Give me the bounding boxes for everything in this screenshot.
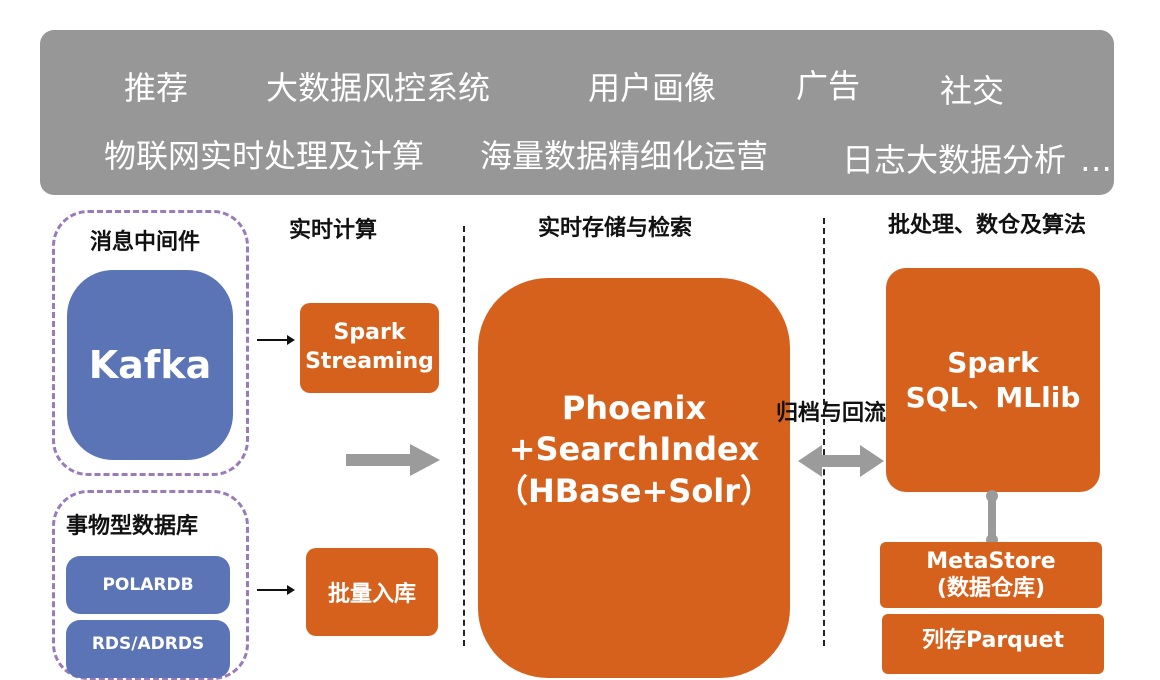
metastore-label: MetaStore (数据仓库)	[926, 548, 1056, 602]
spark-sql-label: Spark SQL、MLlib	[905, 346, 1081, 414]
rds-node: RDS/ADRDS	[66, 620, 230, 678]
app-recommendation: 推荐	[124, 69, 189, 107]
spark-streaming-label: Spark Streaming	[305, 320, 434, 374]
app-log-analysis: 日志大数据分析	[842, 141, 1067, 179]
database-group-title: 事物型数据库	[66, 514, 199, 539]
spark-streaming-node: Spark Streaming	[300, 303, 439, 393]
connector-dot-top	[986, 490, 998, 502]
title-batch: 批处理、数仓及算法	[888, 213, 1087, 238]
rds-label: RDS/ADRDS	[91, 634, 205, 654]
archive-double-arrow	[798, 445, 884, 477]
connector-spark-metastore	[988, 492, 996, 544]
phoenix-searchindex-node: Phoenix +SearchIndex （HBase+Solr）	[478, 278, 790, 678]
app-advertising: 广告	[796, 67, 861, 105]
title-realtime-compute: 实时计算	[289, 218, 378, 243]
arrow-db-to-batch-import	[257, 585, 295, 595]
polardb-label: POLARDB	[102, 575, 194, 595]
kafka-node: Kafka	[67, 270, 233, 460]
separator-storage-batch	[823, 218, 825, 646]
metastore-node: MetaStore (数据仓库)	[880, 542, 1102, 608]
app-social: 社交	[940, 72, 1005, 110]
batch-import-node: 批量入库	[306, 548, 438, 636]
title-storage: 实时存储与检索	[538, 216, 693, 241]
batch-import-label: 批量入库	[327, 582, 416, 607]
kafka-label: Kafka	[88, 343, 212, 387]
app-more: …	[1080, 141, 1112, 179]
app-risk-control: 大数据风控系统	[266, 69, 491, 107]
app-user-profile: 用户画像	[588, 69, 717, 107]
spark-sql-mllib-node: Spark SQL、MLlib	[886, 268, 1100, 492]
arrow-kafka-to-streaming	[257, 335, 295, 345]
title-messaging: 消息中间件	[90, 230, 201, 255]
arrow-compute-to-storage	[346, 444, 440, 476]
polardb-node: POLARDB	[66, 556, 230, 614]
messaging-group	[52, 210, 249, 476]
columnar-storage-node: 列存Parquet	[882, 614, 1104, 674]
phoenix-label: Phoenix +SearchIndex （HBase+Solr）	[495, 388, 773, 510]
app-iot: 物联网实时处理及计算	[104, 137, 425, 175]
applications-panel: 推荐 大数据风控系统 用户画像 广告 社交 物联网实时处理及计算 海量数据精细化…	[40, 30, 1114, 195]
separator-compute-storage	[463, 226, 465, 646]
archive-label: 归档与回流	[776, 401, 887, 426]
app-operations: 海量数据精细化运营	[480, 137, 769, 175]
columnar-label: 列存Parquet	[921, 628, 1065, 653]
